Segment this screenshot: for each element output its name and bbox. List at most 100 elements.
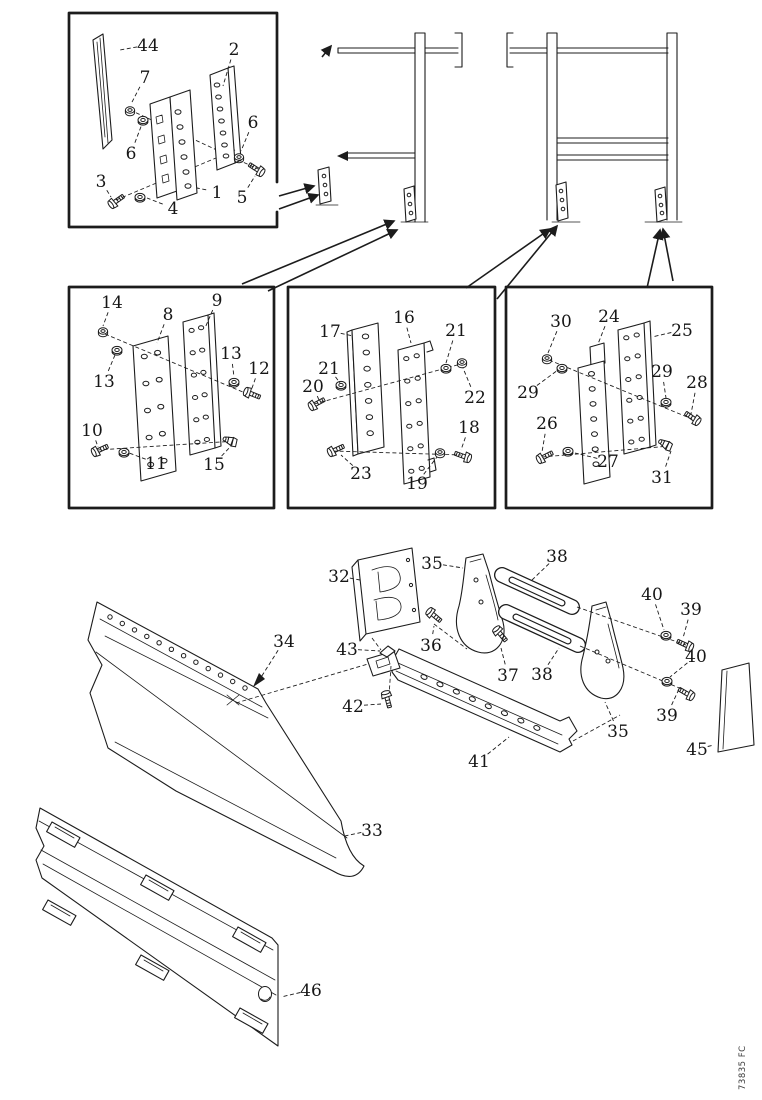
mount-plate-1 — [149, 89, 198, 201]
callout-label-35: 35 — [607, 722, 629, 742]
callout-leader-8 — [156, 324, 165, 344]
bolt-3 — [106, 191, 127, 211]
callout-leader-23 — [340, 454, 354, 466]
callout-label-29: 29 — [517, 383, 539, 403]
skid-panel-46 — [35, 807, 279, 1047]
detail-box-4 — [504, 285, 714, 510]
bolt-18 — [452, 448, 474, 465]
callout-leader-13 — [107, 354, 116, 372]
callout-leader-44 — [119, 46, 138, 51]
callout-label-15: 15 — [203, 455, 225, 475]
callout-label-29: 29 — [651, 362, 673, 382]
bolt-28 — [682, 408, 703, 428]
callout-label-3: 3 — [96, 172, 107, 192]
callout-label-37: 37 — [497, 666, 519, 686]
plate-25 — [617, 320, 657, 455]
washer-13 — [111, 345, 123, 356]
callout-leader-6 — [134, 123, 143, 143]
callout-label-36: 36 — [420, 636, 442, 656]
callout-label-30: 30 — [550, 312, 572, 332]
callout-leader-29 — [536, 369, 559, 386]
callout-leader-9 — [204, 309, 214, 329]
callout-leader-40 — [655, 604, 665, 631]
washer-40-lower — [661, 676, 673, 687]
callout-leader-40 — [669, 662, 688, 678]
callout-leader-11 — [128, 452, 146, 460]
detail-box-1 — [67, 11, 279, 229]
callout-leader-25 — [651, 332, 672, 338]
nut-19 — [434, 448, 446, 459]
callout-leader-39 — [682, 619, 689, 639]
callout-leader-24 — [597, 326, 606, 345]
callout-label-23: 23 — [350, 464, 372, 484]
bolt-39-lower — [675, 684, 697, 703]
angle-strip-44 — [92, 33, 113, 150]
spacer-bar-38-upper — [494, 567, 580, 615]
callout-label-44: 44 — [137, 36, 159, 56]
callout-leader-7 — [130, 86, 141, 105]
callout-leader-29 — [663, 381, 667, 399]
callout-label-38: 38 — [546, 547, 568, 567]
callout-leader-45 — [707, 744, 715, 747]
callout-label-13: 13 — [93, 372, 115, 392]
callout-leader-38 — [531, 563, 550, 581]
callout-label-32: 32 — [328, 567, 350, 587]
callout-label-14: 14 — [101, 293, 123, 313]
frame-plate-left-2 — [400, 185, 429, 223]
callout-leader-26 — [541, 433, 546, 453]
callout-leader-42 — [363, 703, 382, 706]
moldboard-33-34 — [87, 601, 365, 877]
callout-label-21: 21 — [445, 321, 467, 341]
callout-label-4: 4 — [168, 199, 179, 219]
callout-label-27: 27 — [597, 452, 619, 472]
callout-leader-35 — [604, 701, 614, 722]
washer-6 — [137, 115, 149, 126]
bolt-5 — [246, 159, 267, 179]
locator-arrows — [241, 44, 674, 300]
frame-plate-left-1 — [315, 166, 339, 206]
drawing-code: 73835 FC — [738, 1045, 748, 1090]
callout-label-25: 25 — [671, 321, 693, 341]
callout-label-2: 2 — [229, 40, 240, 60]
callout-leader-12 — [250, 378, 256, 392]
clip-plate-43 — [366, 645, 401, 677]
frame-left — [315, 32, 463, 223]
plate-9 — [182, 312, 222, 456]
callout-leader-33 — [344, 831, 362, 837]
callout-leader-6 — [240, 132, 250, 152]
detail-box-3 — [286, 285, 497, 510]
callout-leader-10 — [95, 440, 99, 448]
callout-leader-17 — [340, 332, 354, 337]
callout-leader-30 — [547, 331, 558, 354]
end-plate-45 — [717, 662, 755, 753]
bolt-23 — [325, 441, 347, 459]
plate-24 — [577, 342, 611, 485]
callout-label-34: 34 — [273, 632, 295, 652]
callout-label-24: 24 — [598, 307, 620, 327]
callout-label-43: 43 — [336, 640, 358, 660]
mount-plate-2 — [209, 65, 242, 171]
callout-label-12: 12 — [248, 359, 270, 379]
washer-13b — [228, 377, 240, 388]
detail-box-2 — [67, 285, 276, 510]
bolt-36 — [423, 605, 445, 626]
gusset-35-left — [455, 553, 505, 654]
callout-label-6: 6 — [126, 144, 137, 164]
callout-leader-43 — [357, 649, 381, 652]
callout-leader-46 — [280, 992, 301, 998]
frame-plate-right-1 — [551, 181, 581, 223]
callout-label-40: 40 — [685, 647, 707, 667]
callout-leader-2 — [222, 59, 232, 87]
washer-21 — [335, 380, 347, 391]
callout-label-39: 39 — [656, 706, 678, 726]
callout-label-22: 22 — [464, 388, 486, 408]
callout-leader-22 — [462, 367, 472, 387]
callout-label-5: 5 — [237, 188, 248, 208]
callout-leader-28 — [690, 392, 696, 415]
push-bracket-32 — [351, 547, 421, 642]
rivet-15 — [221, 433, 239, 449]
nut-14 — [97, 327, 109, 338]
frame-plate-right-2 — [644, 186, 683, 223]
bolt-42 — [379, 689, 395, 710]
